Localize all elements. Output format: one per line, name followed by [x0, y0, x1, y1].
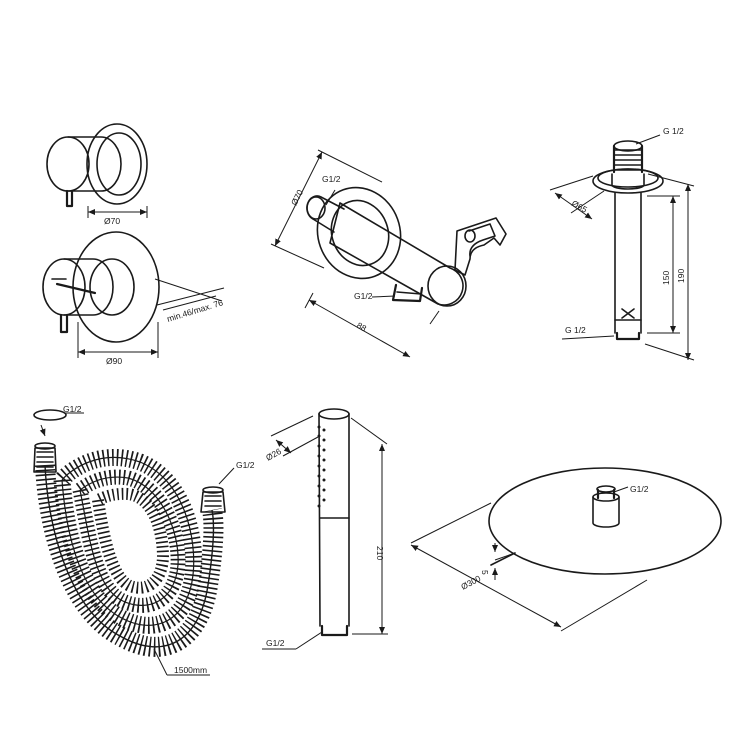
elbow-inlet-label: G1/2: [322, 174, 341, 184]
ceiling-arm: G 1/2 Ø65 150 190 G 1/2: [549, 126, 695, 361]
shower-hose: G1/2 G1/2 1500mm: [33, 404, 255, 676]
handshower-length-label: 210: [375, 546, 385, 560]
arm-thread-bottom-label: G 1/2: [565, 325, 586, 335]
valve-small-dia-label: Ø70: [104, 216, 120, 226]
overhead-shower-head: G1/2 Ø300 5: [410, 467, 722, 632]
hose-thread-right-label: G1/2: [236, 460, 255, 470]
hose-length-label: 1500mm: [174, 665, 207, 675]
mixer-valve-large: Ø90 min.46/max. 76: [42, 231, 224, 366]
handshower-thread-label: G1/2: [266, 638, 285, 648]
head-thread-label: G1/2: [630, 484, 649, 494]
valve-large-dia-label: Ø90: [106, 356, 122, 366]
arm-flange-dia-label: Ø65: [570, 198, 589, 215]
hose-thread-left-label: G1/2: [63, 404, 82, 414]
head-thickness-label: 5: [480, 570, 490, 575]
arm-thread-top-label: G 1/2: [663, 126, 684, 136]
head-dia-label: Ø300: [459, 573, 482, 592]
arm-length-inner-label: 150: [661, 271, 671, 285]
wall-elbow-outlet: Ø70 G1/2 G1/2 88: [270, 149, 507, 358]
nozzle-dots: [317, 425, 326, 508]
hand-shower: Ø26 210 G1/2: [262, 408, 388, 650]
handshower-dia-label: Ø26: [264, 446, 283, 463]
elbow-length-label: 88: [355, 320, 368, 334]
arm-length-outer-label: 190: [676, 269, 686, 283]
mixer-valve-small: Ø70: [46, 123, 148, 226]
elbow-outlet-label: G1/2: [354, 291, 373, 301]
